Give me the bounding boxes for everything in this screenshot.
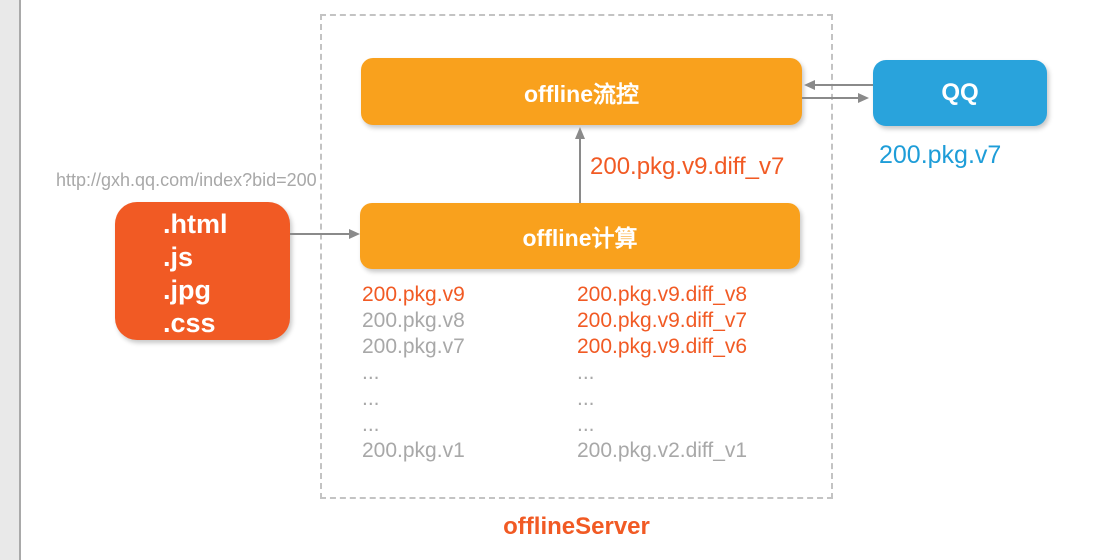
package-item: 200.pkg.v9.diff_v8 bbox=[577, 283, 748, 306]
offline-server-boundary bbox=[320, 14, 833, 499]
package-item: ... bbox=[362, 361, 380, 384]
package-item: 200.pkg.v9 bbox=[362, 283, 465, 306]
request-url-label: http://gxh.qq.com/index?bid=200 bbox=[56, 170, 317, 190]
arrow-flow-to-qq-head bbox=[858, 93, 869, 103]
package-item: 200.pkg.v1 bbox=[362, 439, 465, 462]
client-resource-line: .js bbox=[163, 242, 194, 272]
offline-server-title: offlineServer bbox=[503, 513, 650, 540]
qq-package-label: 200.pkg.v7 bbox=[879, 141, 1002, 169]
left-gutter bbox=[0, 0, 21, 560]
client-resources-box: .html .js .jpg .css bbox=[115, 202, 290, 340]
package-item: 200.pkg.v2.diff_v1 bbox=[577, 439, 748, 462]
arrow-compute-to-flow-line bbox=[579, 139, 581, 203]
arrow-client-to-compute-line bbox=[290, 233, 349, 235]
package-item: 200.pkg.v9.diff_v7 bbox=[577, 309, 748, 332]
package-item: ... bbox=[577, 387, 595, 410]
arrow-client-to-compute-head bbox=[349, 229, 360, 239]
package-column-left: 200.pkg.v9 200.pkg.v8 200.pkg.v7......... 2… bbox=[362, 282, 465, 464]
package-item: 200.pkg.v8 bbox=[362, 309, 465, 332]
client-resource-line: .jpg bbox=[163, 275, 211, 305]
arrow-qq-to-flow-head bbox=[804, 80, 815, 90]
arrow-flow-to-qq-line bbox=[802, 97, 858, 99]
arrow-qq-to-flow-line bbox=[815, 84, 873, 86]
package-column-right: 200.pkg.v9.diff_v8 200.pkg.v9.diff_v7 200.… bbox=[577, 282, 747, 464]
diff-package-label: 200.pkg.v9.diff_v7 bbox=[590, 153, 785, 180]
package-item: ... bbox=[362, 387, 380, 410]
client-resource-line: .css bbox=[163, 308, 216, 338]
qq-node: QQ bbox=[873, 60, 1047, 126]
package-item: ... bbox=[577, 361, 595, 384]
package-item: 200.pkg.v9.diff_v6 bbox=[577, 335, 748, 358]
offline-compute-node: offline计算 bbox=[360, 203, 800, 269]
arrow-compute-to-flow-head bbox=[575, 127, 585, 139]
package-item: ... bbox=[577, 413, 595, 436]
package-item: ... bbox=[362, 413, 380, 436]
client-resource-line: .html bbox=[163, 209, 228, 239]
offline-flow-control-node: offline流控 bbox=[361, 58, 802, 125]
package-item: 200.pkg.v7 bbox=[362, 335, 465, 358]
